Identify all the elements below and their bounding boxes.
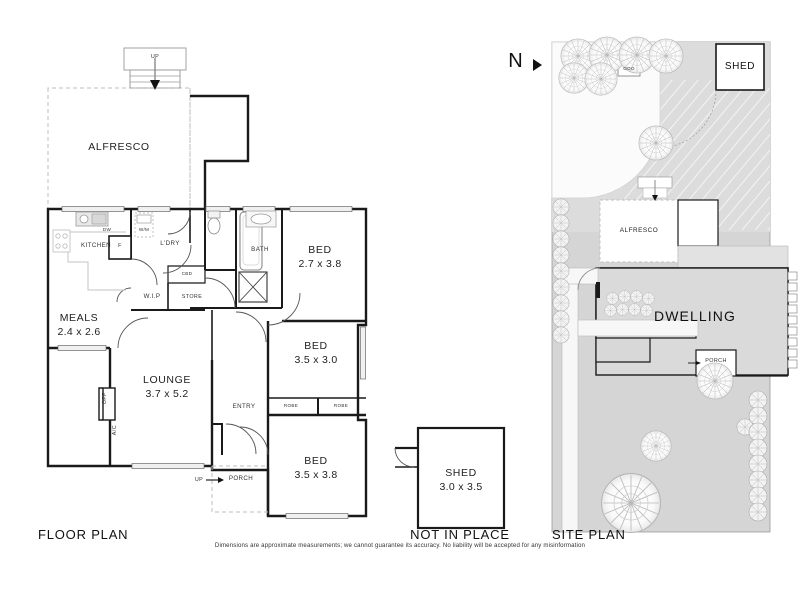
stairs-up: [123, 47, 187, 90]
robe-label-right: ROBE: [333, 403, 349, 408]
shed-detail-dim: 3.0 x 3.5: [439, 481, 483, 493]
shed-detail-title: NOT IN PLACE: [410, 527, 510, 542]
washing-machine-label: W/M: [138, 227, 150, 232]
shed-detail-panel: SHED 3.0 x 3.5 NOT IN PLACE: [390, 415, 530, 545]
room-dim-bed-2: 3.5 x 3.0: [294, 354, 338, 366]
site-dwelling-label: DWELLING: [654, 308, 736, 324]
site-small-box-label: OOO: [623, 66, 635, 71]
north-label: N: [508, 50, 524, 72]
site-eaves: [787, 271, 798, 369]
site-plan-title: SITE PLAN: [552, 527, 626, 542]
site-porch-label: PORCH: [705, 358, 727, 364]
fridge-label: F: [118, 243, 122, 249]
aircon-label: A/C: [112, 425, 118, 436]
kitchen-fixtures: [52, 211, 154, 291]
fireplace-label: OFP: [102, 392, 108, 405]
cupboard-label: CBD: [181, 271, 193, 276]
disclaimer-text: Dimensions are approximate measurements;…: [214, 542, 586, 549]
dishwasher-label: DW: [102, 227, 112, 232]
room-label-store: STORE: [181, 294, 203, 300]
room-label-bed-3: BED: [304, 455, 328, 467]
room-label-porch: PORCH: [228, 475, 254, 482]
room-label-bed-1: BED: [308, 244, 332, 256]
shed-detail-name: SHED: [445, 467, 477, 479]
room-dim-bed-3: 3.5 x 3.8: [294, 469, 338, 481]
internal-walls: [130, 209, 366, 516]
robe-label-left: ROBE: [283, 403, 299, 408]
stairs-up-label: UP: [150, 54, 160, 60]
site-alfresco-label: ALFRESCO: [619, 227, 659, 234]
north-arrow-icon: [533, 59, 542, 71]
floor-plan-panel: ALFRESCO UP KITCHEN DW F W/M L'DRY BATH …: [0, 0, 400, 560]
room-label-meals: MEALS: [59, 312, 99, 324]
porch-up-arrow: [206, 477, 224, 483]
room-label-bath: BATH: [251, 246, 269, 253]
site-shed-label: SHED: [724, 61, 756, 72]
room-label-ldry: L'DRY: [160, 240, 180, 247]
room-dim-lounge: 3.7 x 5.2: [145, 388, 189, 400]
site-plan-panel: N SHED OOO ALFRESCO DWELLING PORCH SITE …: [500, 20, 800, 560]
site-plan-drawing: [551, 36, 798, 533]
shed-detail-drawing: [394, 426, 506, 530]
site-alfresco: [599, 199, 679, 263]
windows: [57, 206, 366, 519]
floor-plan-title: FLOOR PLAN: [38, 527, 129, 542]
room-dim-meals: 2.4 x 2.6: [57, 326, 101, 338]
room-label-wip: W.I.P: [143, 293, 161, 300]
fireplace-ofp: [98, 387, 116, 421]
porch-outline: [211, 465, 268, 513]
room-label-kitchen: KITCHEN: [81, 242, 111, 249]
room-label-entry: ENTRY: [232, 403, 256, 410]
alfresco-wall: [190, 94, 250, 209]
site-shed: [715, 43, 765, 91]
porch-up-label: UP: [194, 477, 204, 483]
floor-plan-drawing: [46, 47, 368, 519]
bathroom-fixtures: [207, 210, 277, 303]
room-dim-bed-1: 2.7 x 3.8: [298, 258, 342, 270]
room-label-alfresco: ALFRESCO: [88, 141, 150, 153]
room-label-lounge: LOUNGE: [143, 374, 191, 386]
room-label-bed-2: BED: [304, 340, 328, 352]
door-swings: [116, 211, 301, 456]
site-porch-up-arrow: [688, 361, 701, 365]
